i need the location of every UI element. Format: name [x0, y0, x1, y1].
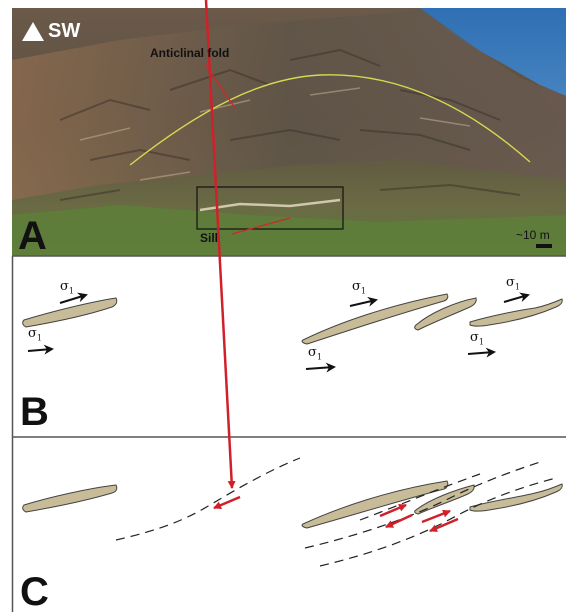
stress-arrow: [503, 292, 530, 303]
shear-plane-dashed: [359, 473, 481, 521]
north-arrow-icon: [22, 22, 44, 41]
panel-letter-a: A: [18, 214, 47, 258]
sill-shape: [301, 293, 449, 345]
sill-shape: [22, 297, 118, 328]
sigma-label: σ1: [506, 275, 520, 292]
shear-plane-dashed: [319, 477, 557, 567]
panel-letter-b: B: [20, 390, 49, 434]
stress-arrow: [27, 344, 54, 355]
sill-shape: [414, 297, 477, 331]
panel-a-photo: [12, 8, 566, 256]
sill-shape: [414, 484, 475, 515]
sigma-label: σ1: [308, 345, 322, 362]
stress-arrow: [59, 292, 88, 304]
sill-shape: [301, 480, 449, 529]
shear-arrow: [429, 517, 459, 533]
fold-label: Anticlinal fold: [150, 46, 230, 60]
stress-arrow: [349, 296, 378, 307]
shear-arrow: [379, 503, 407, 518]
stress-arrow: [467, 347, 496, 358]
sigma-label: σ1: [352, 279, 366, 296]
shear-plane-dashed: [115, 457, 301, 541]
shear-arrow: [385, 513, 413, 529]
direction-indicator: SW: [22, 20, 80, 43]
sill-shape: [469, 483, 563, 512]
sigma-label: σ1: [28, 326, 42, 343]
sigma-label: σ1: [60, 279, 74, 296]
scale-label: ~10 m: [516, 228, 550, 242]
shear-arrow: [204, 0, 236, 489]
sill-shape: [22, 484, 118, 513]
shear-arrow: [213, 495, 241, 510]
sigma-label: σ1: [470, 330, 484, 347]
shear-arrow: [421, 509, 451, 524]
sill-shape: [469, 298, 563, 327]
panel-c-diagram: [22, 0, 563, 567]
sill-label: Sill: [200, 231, 219, 245]
shear-plane-dashed: [304, 461, 541, 549]
panel-b-diagram: [22, 292, 563, 373]
direction-label: SW: [48, 20, 81, 42]
stress-arrow: [305, 362, 336, 373]
panel-letter-c: C: [20, 570, 49, 614]
